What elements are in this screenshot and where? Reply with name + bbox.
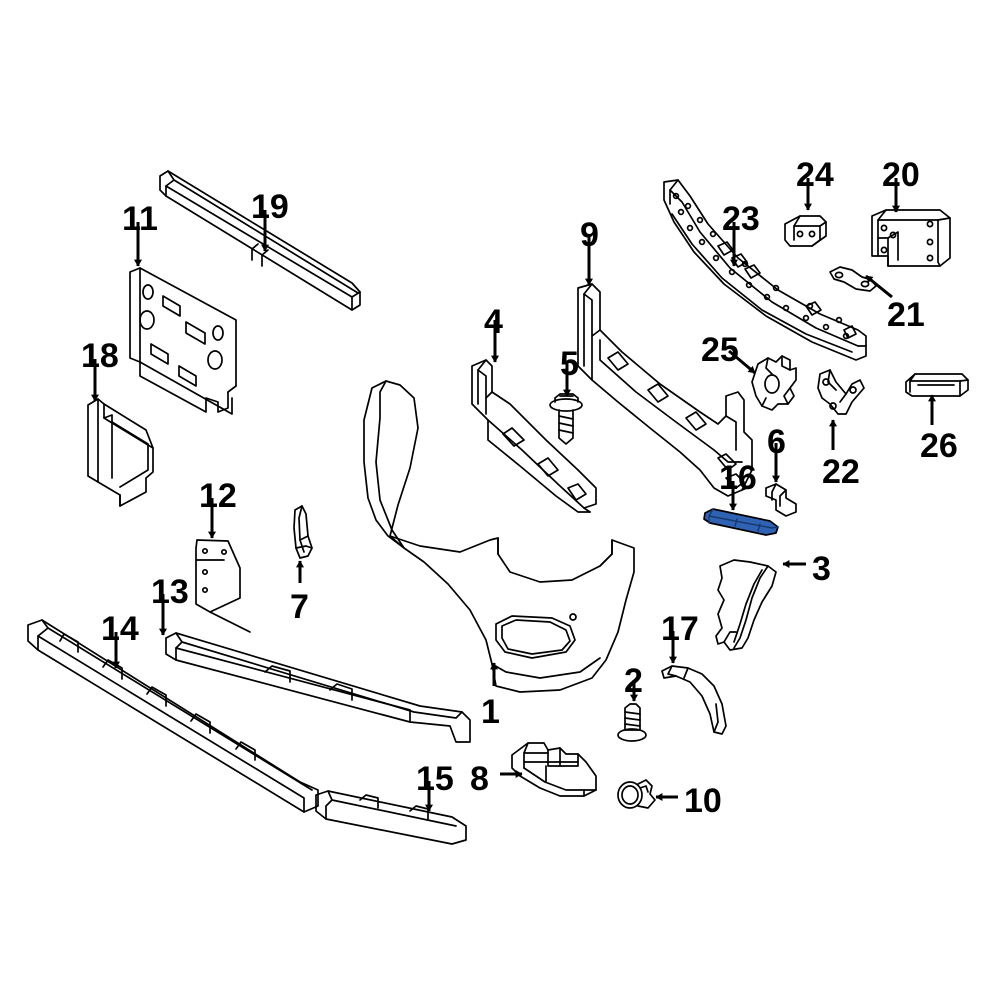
callout-number-14: 14 — [101, 610, 139, 648]
callout-number-5: 5 — [560, 345, 579, 383]
part-6-shape — [765, 483, 797, 517]
callout-number-6: 6 — [767, 423, 786, 461]
callout-number-16: 16 — [719, 459, 757, 497]
callout-number-7: 7 — [290, 588, 309, 626]
part-25-shape — [751, 355, 797, 411]
part-1-shape — [363, 380, 635, 693]
part-19-shape — [159, 170, 361, 311]
part-9-shape — [577, 283, 753, 497]
part-2-shape — [617, 703, 647, 742]
callout-number-11: 11 — [122, 200, 158, 238]
part-16-shape — [703, 508, 779, 536]
part-8-shape — [511, 742, 597, 797]
callout-number-19: 19 — [251, 188, 289, 226]
part-12-shape — [195, 539, 251, 633]
part-3-shape — [715, 559, 777, 651]
part-23-shape — [663, 179, 867, 361]
part-11-shape — [129, 267, 237, 415]
callout-number-9: 9 — [580, 216, 599, 254]
part-10-shape — [617, 779, 656, 809]
callout-number-21: 21 — [887, 296, 925, 334]
callout-number-25: 25 — [701, 331, 739, 369]
callout-number-23: 23 — [722, 200, 760, 238]
leader-21 — [865, 274, 893, 299]
leader-25 — [728, 349, 756, 375]
callout-number-2: 2 — [624, 662, 643, 700]
callout-number-18: 18 — [81, 337, 119, 375]
part-4-shape — [471, 359, 597, 513]
callout-number-15: 15 — [416, 760, 454, 798]
part-14-shape — [27, 619, 319, 813]
callout-number-4: 4 — [484, 303, 503, 341]
callout-number-12: 12 — [199, 477, 237, 515]
part-5-shape — [549, 393, 583, 445]
callout-number-22: 22 — [822, 453, 860, 491]
part-7-shape — [293, 505, 313, 559]
part-15-shape — [315, 790, 467, 845]
part-20-shape — [871, 209, 951, 267]
callout-number-8: 8 — [470, 760, 489, 798]
callout-number-13: 13 — [151, 573, 189, 611]
callout-number-20: 20 — [882, 156, 920, 194]
callout-number-17: 17 — [661, 610, 699, 648]
part-18-shape — [87, 398, 154, 507]
callout-number-26: 26 — [920, 427, 958, 465]
callout-number-1: 1 — [481, 693, 500, 731]
part-22-shape — [817, 369, 865, 415]
callout-number-24: 24 — [796, 156, 834, 194]
part-17-shape — [661, 665, 727, 735]
part-24-shape — [784, 215, 827, 247]
callout-number-10: 10 — [684, 782, 722, 820]
part-13-shape — [165, 632, 471, 743]
part-26-shape — [905, 373, 969, 397]
callout-number-3: 3 — [812, 550, 831, 588]
